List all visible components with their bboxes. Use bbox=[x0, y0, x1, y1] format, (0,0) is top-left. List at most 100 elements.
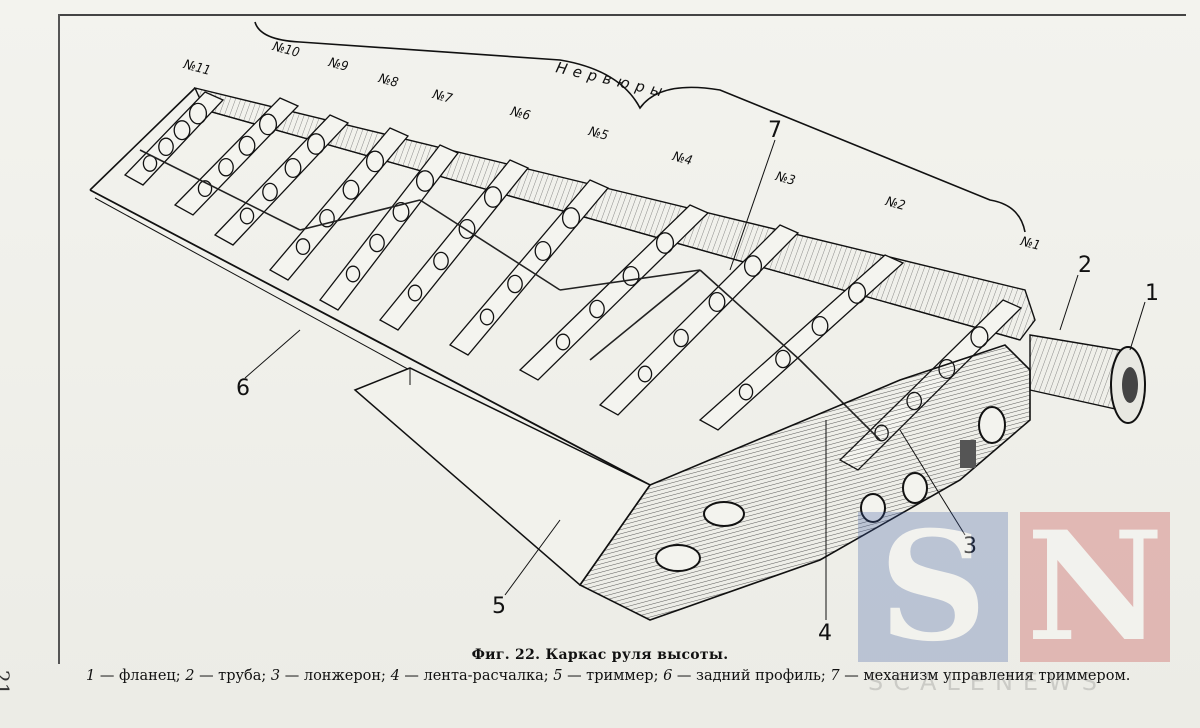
lightening-hole bbox=[369, 233, 385, 253]
lightening-hole bbox=[258, 113, 278, 136]
rib-label-7: №7 bbox=[430, 87, 454, 107]
lightening-hole bbox=[479, 308, 495, 326]
callout-7: 7 bbox=[768, 118, 782, 143]
legend-number: 4 bbox=[390, 668, 400, 684]
watermark: S N SCALENEWS bbox=[858, 512, 1178, 702]
rib-label-8: №8 bbox=[376, 71, 400, 91]
page-frame-top bbox=[58, 14, 1186, 16]
lightening-hole bbox=[319, 208, 335, 228]
lightening-hole bbox=[173, 120, 191, 141]
legend-text: — фланец; bbox=[95, 668, 186, 684]
rib-label-9: №9 bbox=[326, 55, 350, 75]
legend-number: 2 bbox=[185, 668, 195, 684]
lightening-hole bbox=[483, 186, 503, 208]
figure-caption: Фиг. 22. Каркас руля высоты. bbox=[471, 647, 729, 663]
rib-label-5: №5 bbox=[586, 124, 610, 144]
lightening-hole bbox=[555, 333, 571, 351]
rib-label-11: №11 bbox=[181, 57, 212, 79]
callout-1: 1 bbox=[1145, 281, 1159, 306]
rib-labels: №1 №2 №3 №4 №5 №6 №7 №8 №9 №10 №11 bbox=[181, 39, 1042, 254]
lightening-hole bbox=[342, 179, 360, 200]
lightening-hole bbox=[847, 282, 867, 304]
lightening-hole bbox=[188, 102, 208, 125]
lightening-hole bbox=[239, 207, 255, 225]
rib-label-10: №10 bbox=[270, 39, 301, 61]
ribs-brace bbox=[254, 21, 1026, 233]
callout-6: 6 bbox=[236, 376, 250, 401]
legend-text: — триммер; bbox=[562, 668, 664, 684]
legend-text: — задний профиль; bbox=[672, 668, 831, 684]
callout-5: 5 bbox=[492, 594, 506, 619]
lightening-hole bbox=[262, 182, 278, 202]
lightening-hole bbox=[433, 251, 449, 271]
lightening-hole bbox=[407, 284, 423, 302]
lightening-hole bbox=[158, 137, 174, 157]
rib-label-6: №6 bbox=[508, 104, 532, 124]
rib-11 bbox=[123, 91, 225, 186]
lightening-hole bbox=[637, 365, 653, 383]
lightening-hole bbox=[561, 207, 581, 229]
lightening-hole bbox=[415, 170, 435, 192]
lightening-hole bbox=[743, 255, 763, 277]
rib-3 bbox=[598, 224, 800, 416]
page-frame-left bbox=[58, 14, 60, 664]
rib-6 bbox=[379, 159, 530, 331]
root-horn bbox=[578, 344, 1031, 621]
lightening-hole bbox=[589, 299, 605, 319]
watermark-letter-s: S bbox=[858, 512, 1008, 662]
legend-number: 6 bbox=[663, 668, 673, 684]
rib-label-3: №3 bbox=[773, 169, 797, 189]
section-label: Нервюры bbox=[554, 58, 670, 101]
tube-and-flange bbox=[1029, 334, 1146, 424]
watermark-letter-n: N bbox=[1020, 512, 1170, 662]
lightening-hole bbox=[392, 201, 410, 223]
lightening-hole bbox=[306, 133, 326, 155]
lightening-hole bbox=[673, 328, 689, 348]
lightening-hole bbox=[218, 157, 234, 177]
callout-labels: 1 2 3 4 5 6 7 bbox=[236, 118, 1159, 646]
lightening-hole bbox=[622, 265, 640, 287]
lightening-hole bbox=[775, 349, 791, 369]
bracing-tapes bbox=[139, 149, 881, 441]
lightening-hole bbox=[458, 218, 476, 240]
leader-lines bbox=[244, 139, 1146, 620]
lightening-hole bbox=[811, 315, 829, 337]
lightening-hole bbox=[197, 180, 213, 198]
lightening-hole bbox=[534, 240, 552, 262]
rib-8 bbox=[268, 127, 410, 281]
rib-label-2: №2 bbox=[883, 194, 907, 214]
callout-3: 3 bbox=[963, 534, 977, 559]
legend-number: 3 bbox=[270, 668, 281, 684]
legend-number: 7 bbox=[830, 668, 840, 684]
legend-text: — труба; bbox=[194, 668, 271, 684]
legend-text: — лента-расчалка; bbox=[399, 668, 554, 684]
ribs bbox=[123, 91, 1023, 471]
lightening-hole bbox=[284, 157, 302, 179]
lightening-hole bbox=[295, 238, 311, 256]
rib-label-1: №1 bbox=[1018, 234, 1042, 254]
callout-2: 2 bbox=[1078, 253, 1092, 278]
lightening-hole bbox=[708, 291, 726, 313]
lightening-hole bbox=[655, 232, 675, 254]
rib-7 bbox=[319, 144, 460, 311]
lightening-hole bbox=[345, 265, 361, 283]
legend-text: — лонжерон; bbox=[280, 668, 391, 684]
watermark-subtitle: SCALENEWS bbox=[868, 668, 1108, 696]
legend-number: 1 bbox=[86, 668, 96, 684]
rib-10 bbox=[173, 97, 300, 216]
lightening-hole bbox=[507, 274, 523, 294]
lightening-hole bbox=[738, 383, 754, 401]
figure-legend: 1 — фланец; 2 — труба; 3 — лонжерон; 4 —… bbox=[86, 668, 1186, 684]
legend-number: 5 bbox=[553, 668, 563, 684]
rib-9 bbox=[213, 114, 350, 246]
lightening-hole bbox=[238, 135, 256, 156]
callout-4: 4 bbox=[818, 621, 832, 646]
lightening-hole bbox=[365, 150, 385, 173]
rib-label-4: №4 bbox=[670, 149, 694, 169]
page-number: 21 bbox=[0, 670, 14, 696]
rib-5 bbox=[448, 179, 610, 356]
legend-text: — механизм управления триммером. bbox=[839, 668, 1131, 684]
lightening-hole bbox=[970, 326, 989, 348]
